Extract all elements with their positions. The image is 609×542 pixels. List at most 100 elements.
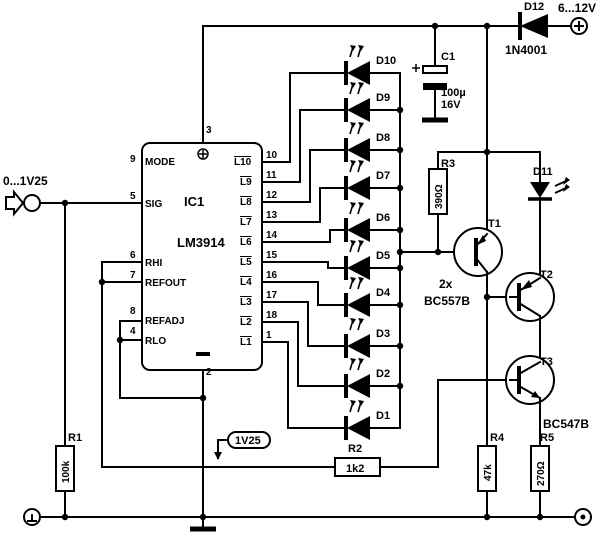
ic-pin-number: 6 [130,250,136,261]
ic-pin-label: L7 [240,217,252,228]
transistor-t1 [453,227,503,277]
t2-label: T2 [540,269,553,281]
ic-pin-number: 16 [266,270,278,281]
c1-value: 100µ [441,87,466,99]
supply-terminal [570,17,588,35]
ground-rail [39,516,576,532]
ic-pin-number: 14 [266,230,278,241]
npn-part-label: BC547B [543,417,589,431]
ic-pin-bottom-number: 2 [206,367,212,378]
ic-pin-number: 17 [266,290,278,301]
ground-terminal-left [23,508,41,526]
led-d8 [344,122,401,162]
r1-label: R1 [68,432,82,444]
d12-part-label: 1N4001 [505,43,547,57]
led-feed-wire [261,72,345,163]
reference-tag-label: 1V25 [235,435,261,447]
ic-pin-label: RHI [145,258,162,269]
led-label: D2 [376,368,390,380]
ic-pin-label: L2 [240,317,252,328]
led-label: D1 [376,410,390,422]
led-d4 [344,277,401,317]
led-label: D5 [376,250,390,262]
input-terminal [5,189,41,217]
ic-pin-label: L4 [240,277,252,288]
led-feed-wire [261,261,345,269]
led-d3 [344,318,401,358]
ic-pin-number: 13 [266,210,278,221]
r5-label: R5 [540,432,554,444]
diode-d12 [518,12,548,40]
ic-pin-number: 4 [130,326,136,337]
c1-voltage: 16V [441,99,461,111]
r1-value: 100k [61,460,72,483]
pnp-count-label: 2x [439,277,453,291]
ic-pin-label: REFADJ [145,316,184,327]
capacitor-c1 [412,64,448,90]
refadj-rlo-wiring [116,320,207,402]
t3-label: T3 [540,356,553,368]
led-feed-wire [261,281,345,306]
ic-pin-label: L1 [240,337,252,348]
ic-pin-label: L3 [240,297,252,308]
led-feed-wire [261,187,345,223]
ic-pin-number: 7 [130,270,136,281]
t1-label: T1 [488,218,501,230]
led-feed-wire [261,149,345,203]
d11-label: D11 [533,166,553,178]
ic-pin-label: L9 [240,177,252,188]
ic-pin-label: L10 [234,157,252,168]
led-label: D4 [376,287,391,299]
ic-pin-label: L8 [240,197,252,208]
r3-value: 390Ω [434,184,445,209]
led-d9 [344,82,401,122]
led-feed-wire [261,301,345,347]
ic1-name: IC1 [184,194,204,209]
r2-value: 1k2 [346,463,364,475]
reference-tag [214,431,271,460]
transistor-t2 [505,272,555,322]
r5-value: 270Ω [536,461,547,486]
led-label: D6 [376,212,390,224]
pnp-part-label: BC557B [424,294,470,308]
r4-label: R4 [490,432,505,444]
ic-pin-number: 5 [130,191,136,202]
rhi-refout-wiring [98,261,336,468]
transistor-t3 [505,355,555,405]
ic-pin-number: 10 [266,150,278,161]
ic-pin-label: MODE [145,157,175,168]
ic-pin-number: 15 [266,250,278,261]
ic-pin-label: L6 [240,237,252,248]
supply-voltage-label: 6...12V [558,1,596,15]
r4-value: 47k [483,464,494,481]
ic-pin-label: RLO [145,336,166,347]
ic-pin-number: 18 [266,310,278,321]
led-d6 [344,202,401,242]
ic-pin-label: SIG [145,199,162,210]
input-range-label: 0...1V25 [3,174,48,188]
r3-label: R3 [441,158,455,170]
led-d7 [344,160,401,200]
r2-label: R2 [348,443,362,455]
d12-label: D12 [524,1,544,13]
ic-right-pins: L10 10 L9 11 L8 12 L7 13 L6 14 L5 15 L4 … [234,150,278,348]
ic-pin-top-number: 3 [206,125,212,136]
led-d1 [344,400,401,440]
ic1-part: LM3914 [177,235,225,250]
ic-pin-label: L5 [240,257,252,268]
led-label: D10 [376,55,396,67]
led-d11 [528,177,570,201]
c1-label: C1 [441,51,455,63]
led-d5 [344,240,401,280]
ic-pin-label: REFOUT [145,278,186,289]
ic-pin-number: 8 [130,306,136,317]
led-d10 [344,45,401,85]
led-feed-wire [261,229,345,243]
led-label: D9 [376,92,390,104]
led-d2 [344,358,401,398]
ic-pin-number: 12 [266,190,278,201]
ic-pin-number: 9 [130,154,136,165]
ic-pin-number: 1 [266,330,272,341]
